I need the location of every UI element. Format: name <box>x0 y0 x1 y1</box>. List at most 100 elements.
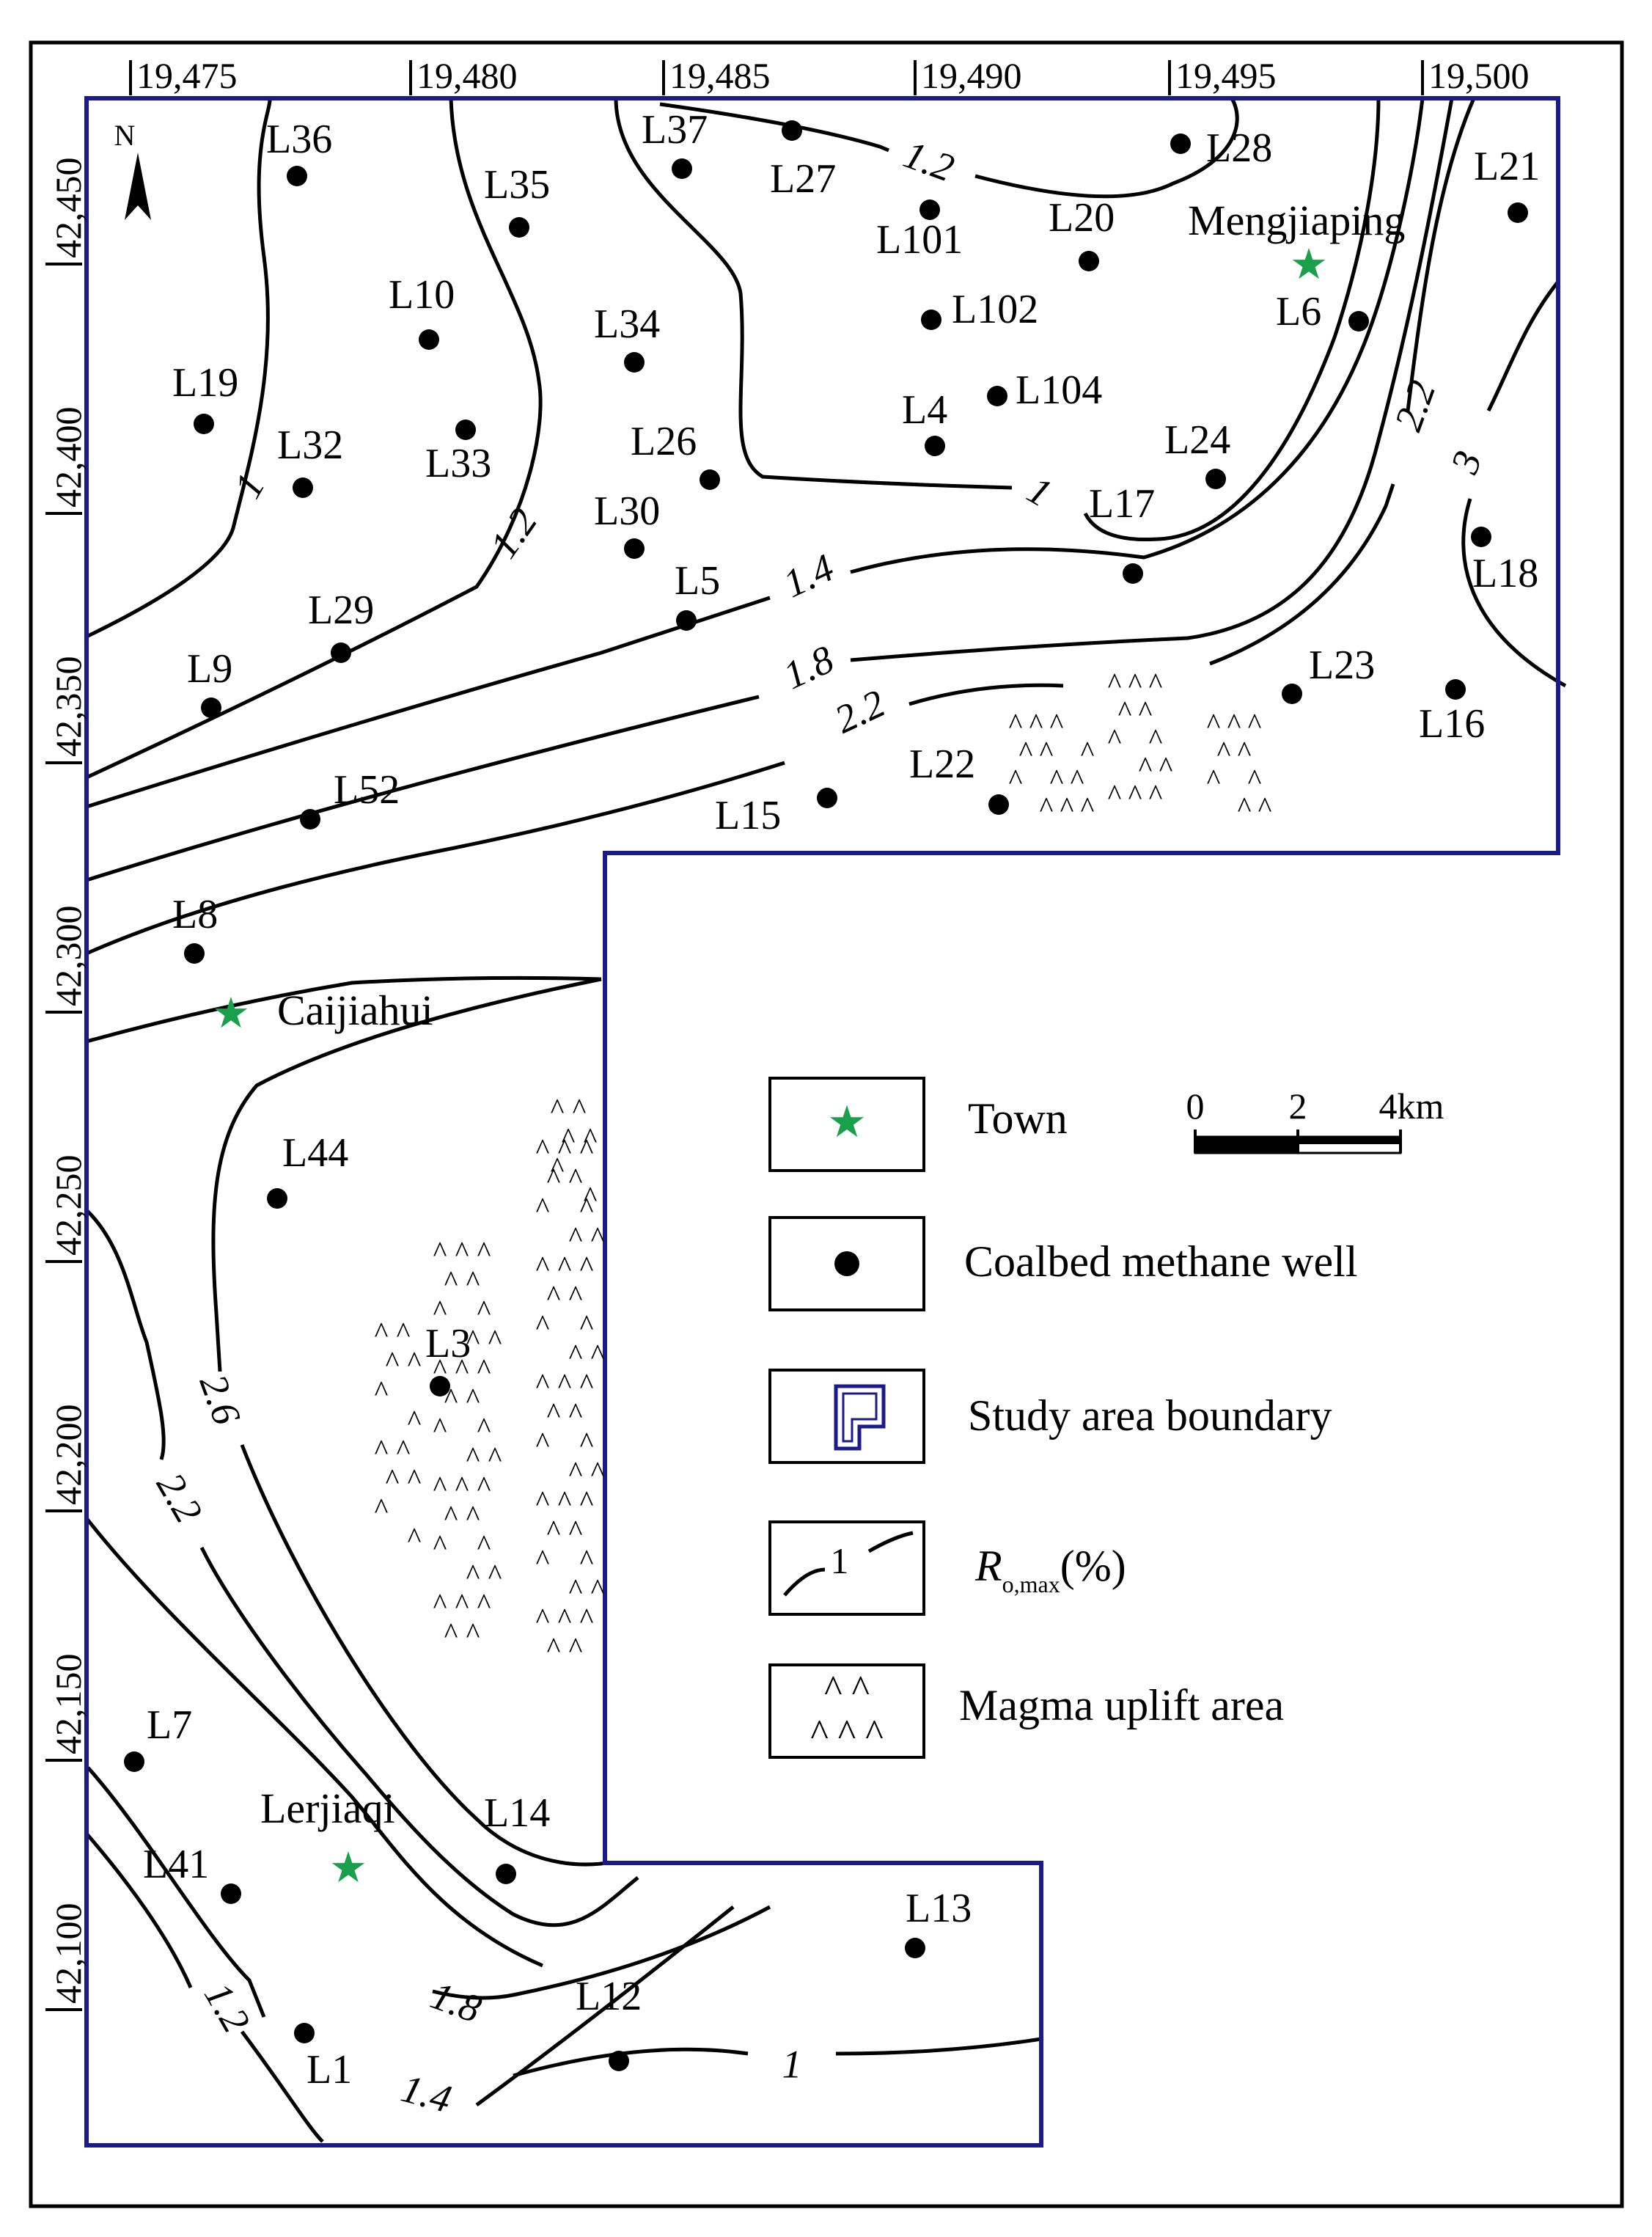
contour-line <box>86 98 1425 809</box>
well-label: L32 <box>277 422 343 468</box>
magma-symbol: ^ <box>433 1294 447 1327</box>
magma-symbol: ^ <box>569 1573 583 1606</box>
magma-symbol: ^ <box>1159 750 1173 783</box>
well-label: L33 <box>425 441 491 486</box>
magma-symbol: ^ <box>397 1316 411 1349</box>
magma-symbol: ^ <box>580 1602 594 1635</box>
well-marker <box>293 477 313 498</box>
contour-line <box>85 98 1476 956</box>
magma-symbol: ^ <box>1118 695 1132 728</box>
magma-symbol: ^ <box>569 1514 583 1547</box>
magma-symbol: ^ <box>591 1573 605 1606</box>
magma-symbol: ^ <box>569 1631 583 1664</box>
magma-symbol: ^ <box>536 1426 550 1459</box>
magma-symbol: ^ <box>1227 707 1241 740</box>
magma-symbol: ^ <box>488 1440 502 1473</box>
magma-symbol: ^ <box>1081 791 1095 824</box>
well-marker <box>987 386 1007 406</box>
contour-label: 2.2 <box>828 681 892 742</box>
magma-symbol: ^ <box>386 1345 400 1378</box>
scale-tick-label: 0 <box>1186 1085 1205 1127</box>
magma-symbol: ^ <box>375 1316 389 1349</box>
magma-symbol: ^ <box>1108 722 1122 755</box>
y-tick-label: 42,300 <box>48 906 89 1007</box>
contour-line <box>86 975 602 1044</box>
magma-symbol: ^ <box>466 1617 480 1650</box>
contour-line <box>85 1209 639 1927</box>
well-marker <box>496 1864 516 1884</box>
well-label: L17 <box>1089 481 1155 527</box>
town-label: Caijiahui <box>277 986 433 1034</box>
town-label: Mengjiaping <box>1188 197 1405 244</box>
well-label: L8 <box>172 892 218 937</box>
magma-symbol: ^ <box>1139 695 1153 728</box>
well-label: L29 <box>308 587 374 633</box>
well-label: L24 <box>1164 417 1230 463</box>
well-marker <box>925 436 945 456</box>
well-marker <box>294 2023 315 2043</box>
legend-panel <box>607 855 1556 1861</box>
magma-symbol: ^ <box>580 1191 594 1224</box>
well-label: L9 <box>187 646 232 692</box>
magma-symbol: ^ <box>569 1396 583 1429</box>
well-label: L26 <box>631 419 697 464</box>
well-marker <box>624 352 645 373</box>
magma-symbol: ^ <box>455 1235 469 1268</box>
well-label: L10 <box>389 272 455 318</box>
magma-symbol: ^ <box>580 1484 594 1517</box>
well-marker <box>194 414 214 434</box>
magma-symbol: ^ <box>1108 667 1122 700</box>
north-label: N <box>114 119 136 152</box>
magma-symbol: ^ <box>591 1338 605 1371</box>
magma-symbol: ^ <box>1139 750 1153 783</box>
well-label: L41 <box>143 1842 209 1887</box>
well-label: L13 <box>906 1886 972 1931</box>
magma-symbol: ^ <box>580 1132 594 1165</box>
ro-symbol: R <box>974 1542 1002 1590</box>
magma-symbol: ^ <box>551 1092 565 1125</box>
well-label: L1 <box>306 2047 352 2093</box>
magma-symbol: ^ <box>1040 735 1054 768</box>
y-tick-label: 42,150 <box>48 1654 89 1755</box>
magma-symbol: ^ <box>536 1308 550 1341</box>
x-tick-label: 19,500 <box>1428 55 1530 96</box>
legend-magma-label: Magma uplift area <box>959 1681 1284 1729</box>
contour-line <box>211 977 639 1867</box>
magma-symbol: ^ <box>455 1352 469 1385</box>
magma-symbol: ^ <box>569 1220 583 1253</box>
magma-symbol: ^ <box>573 1092 587 1125</box>
magma-symbol: ^ <box>1207 707 1221 740</box>
magma-symbol: ^ <box>433 1411 447 1444</box>
scale-segment <box>1298 1137 1400 1144</box>
magma-symbol: ^ <box>466 1558 480 1591</box>
contour-label: 1 <box>1020 467 1059 515</box>
well-label: L27 <box>770 156 836 202</box>
magma-symbol: ^ <box>536 1367 550 1400</box>
legend-magma-icon: ^ ^ ^ <box>810 1713 883 1754</box>
well-marker <box>267 1188 287 1209</box>
contour-label: 1.4 <box>777 545 840 606</box>
legend-well-icon <box>834 1251 859 1276</box>
contour-line <box>85 98 543 780</box>
well-label: L34 <box>594 301 660 347</box>
magma-symbol: ^ <box>569 1455 583 1488</box>
well-marker <box>201 698 221 718</box>
contour-line <box>1461 280 1567 688</box>
magma-symbol: ^ <box>444 1499 458 1532</box>
magma-symbol: ^ <box>551 1151 565 1184</box>
well-marker <box>1471 527 1491 547</box>
well-marker <box>700 469 720 490</box>
magma-symbol: ^ <box>1060 791 1074 824</box>
well-marker <box>419 329 439 350</box>
magma-symbol: ^ <box>547 1514 561 1547</box>
magma-symbol: ^ <box>562 1121 576 1154</box>
magma-symbol: ^ <box>1009 707 1023 740</box>
well-label: L12 <box>576 1974 642 2019</box>
magma-symbol: ^ <box>569 1162 583 1195</box>
legend-contour-label: Ro,max(%) <box>974 1542 1126 1597</box>
well-marker <box>817 788 837 808</box>
magma-symbol: ^ <box>580 1308 594 1341</box>
contour-line <box>85 1832 324 2143</box>
